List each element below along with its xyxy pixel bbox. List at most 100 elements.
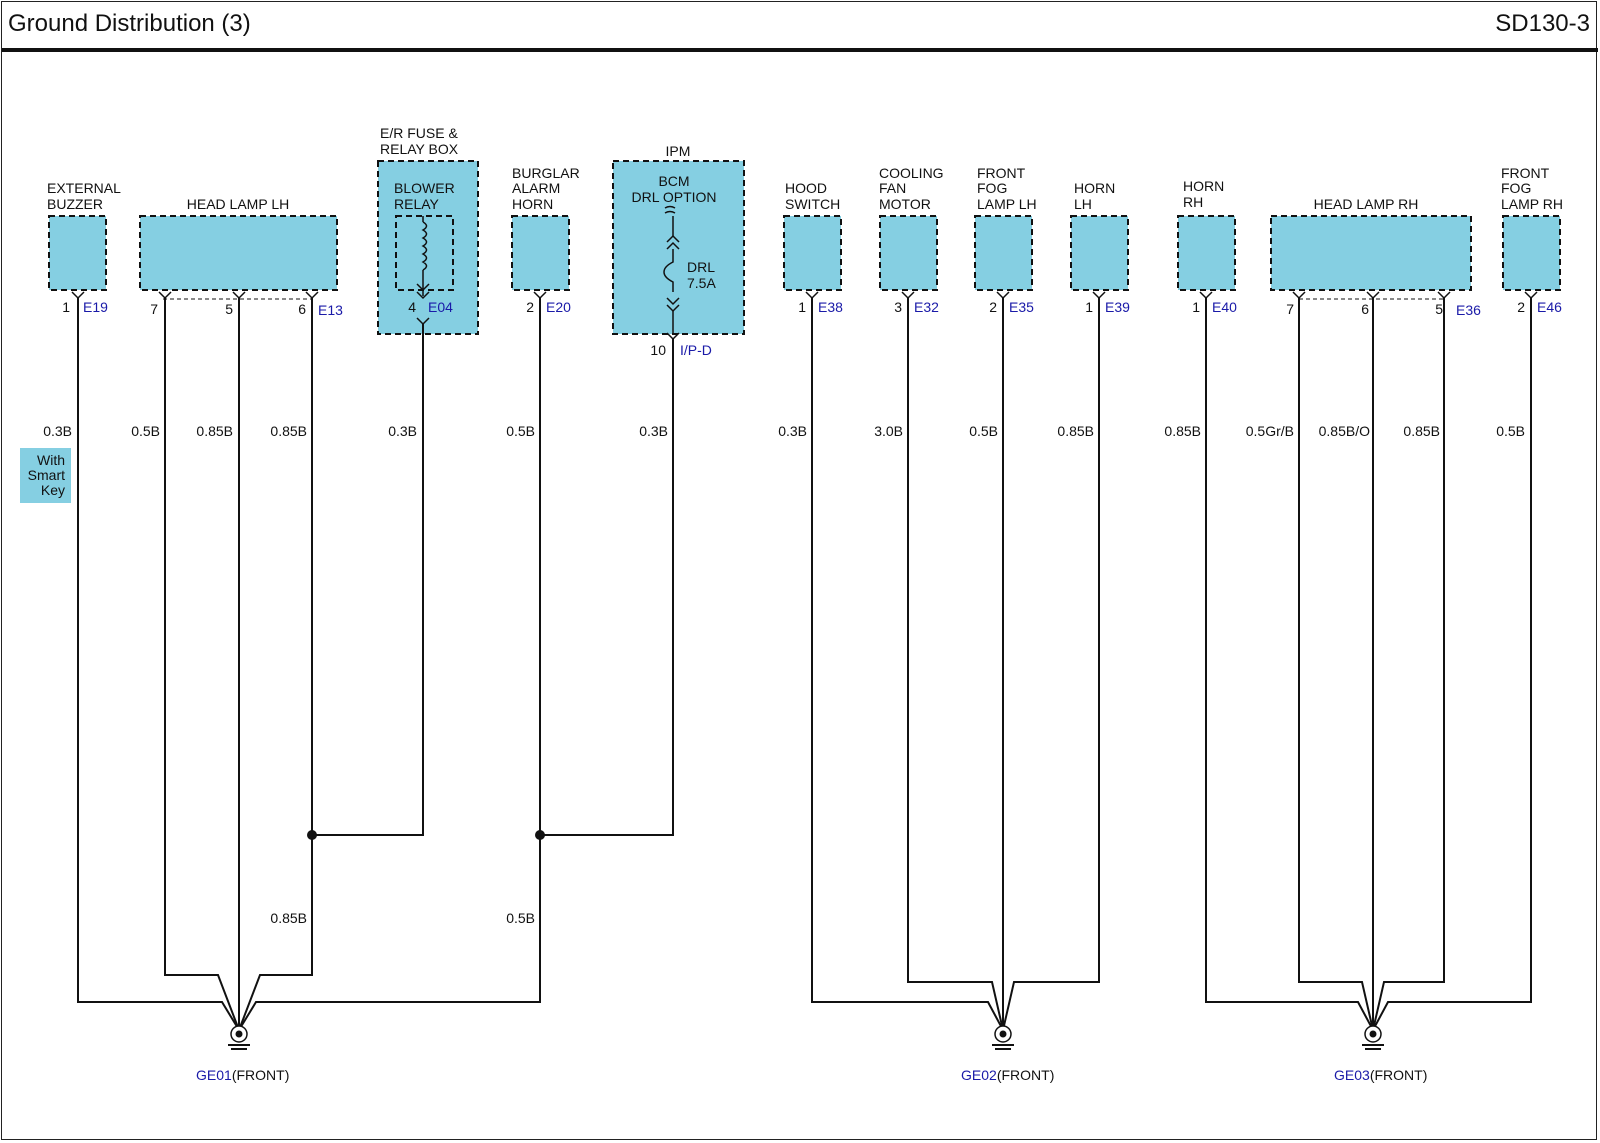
pin-e36-5: 5 bbox=[1435, 301, 1443, 317]
pin-e19: 1 bbox=[62, 299, 70, 315]
relay-coil bbox=[416, 216, 430, 300]
wire-label-e32: 3.0B bbox=[874, 423, 903, 439]
wire-label-e36-6: 0.85B/O bbox=[1319, 423, 1370, 439]
front-fog-lamp-lh-box[interactable] bbox=[974, 215, 1033, 291]
wire-e36-7 bbox=[1298, 298, 1374, 1031]
wire-label-e46: 0.5B bbox=[1496, 423, 1525, 439]
wire-e39 bbox=[1002, 298, 1100, 1031]
hood-switch-box[interactable] bbox=[783, 215, 842, 291]
burglar-alarm-horn-box[interactable] bbox=[511, 215, 570, 291]
connector-e39[interactable]: E39 bbox=[1105, 299, 1130, 315]
horn-lh-label-1: HORN bbox=[1074, 180, 1115, 196]
smart-key-option-box bbox=[20, 448, 71, 503]
external-buzzer-label-2: BUZZER bbox=[47, 196, 103, 212]
wire-e38 bbox=[811, 298, 1004, 1031]
ipm-inner-label-1: BCM bbox=[658, 173, 689, 189]
pin-e04: 4 bbox=[408, 299, 416, 315]
connector-e46[interactable]: E46 bbox=[1537, 299, 1562, 315]
blower-relay-label-1: BLOWER bbox=[394, 180, 455, 196]
wire-label-e35: 0.5B bbox=[969, 423, 998, 439]
wire-label-e36-7: 0.5Gr/B bbox=[1246, 423, 1294, 439]
pin-e35: 2 bbox=[989, 299, 997, 315]
splice-point-1 bbox=[307, 830, 317, 840]
external-buzzer-box[interactable] bbox=[48, 215, 107, 291]
connector-e19[interactable]: E19 bbox=[83, 299, 108, 315]
pin-e13-6: 6 bbox=[298, 301, 306, 317]
head-lamp-rh-label: HEAD LAMP RH bbox=[1314, 196, 1419, 212]
er-fuse-relay-box-label-1: E/R FUSE & bbox=[380, 125, 458, 141]
connector-e04[interactable]: E04 bbox=[428, 299, 453, 315]
cooling-fan-motor-box[interactable] bbox=[879, 215, 938, 291]
ground-symbols bbox=[228, 1025, 1384, 1050]
ground-ge03-id: GE03 bbox=[1334, 1067, 1370, 1083]
connector-ipd[interactable]: I/P-D bbox=[680, 342, 712, 358]
horn-rh-label-1: HORN bbox=[1183, 178, 1224, 194]
wire-e13-6 bbox=[238, 298, 313, 1031]
ipm-fuse-label-2: 7.5A bbox=[687, 275, 716, 291]
ground-ge01-label[interactable]: GE01(FRONT) bbox=[196, 1067, 289, 1083]
pin-e13-7: 7 bbox=[150, 301, 158, 317]
burglar-alarm-horn-label-1: BURGLAR bbox=[512, 165, 580, 181]
pin-e39: 1 bbox=[1085, 299, 1093, 315]
front-fog-lamp-rh-label-3: LAMP RH bbox=[1501, 196, 1563, 212]
horn-rh-box[interactable] bbox=[1177, 215, 1236, 291]
wire-e13-7 bbox=[164, 298, 240, 1031]
pin-e13-5: 5 bbox=[225, 301, 233, 317]
ground-ge02-label[interactable]: GE02(FRONT) bbox=[961, 1067, 1054, 1083]
connector-e40[interactable]: E40 bbox=[1212, 299, 1237, 315]
wire-label-splice-2: 0.5B bbox=[506, 910, 535, 926]
wire-label-e40: 0.85B bbox=[1164, 423, 1201, 439]
ipm-label: IPM bbox=[666, 143, 691, 159]
front-fog-lamp-rh-box[interactable] bbox=[1502, 215, 1561, 291]
horn-lh-box[interactable] bbox=[1070, 215, 1129, 291]
horn-lh-label-2: LH bbox=[1074, 196, 1092, 212]
wire-label-splice-1: 0.85B bbox=[270, 910, 307, 926]
connector-e38[interactable]: E38 bbox=[818, 299, 843, 315]
component-boxes bbox=[48, 160, 1561, 335]
external-buzzer-label-1: EXTERNAL bbox=[47, 180, 121, 196]
head-lamp-rh-box[interactable] bbox=[1270, 215, 1472, 291]
ground-ge02-symbol bbox=[992, 1025, 1014, 1050]
ground-ge01-location: (FRONT) bbox=[232, 1067, 290, 1083]
ground-ge03-symbol bbox=[1362, 1025, 1384, 1050]
smart-key-note-1: With bbox=[37, 452, 65, 468]
wire-e46 bbox=[1372, 298, 1532, 1031]
wire-label-ipd: 0.3B bbox=[639, 423, 668, 439]
er-fuse-relay-box-label-2: RELAY BOX bbox=[380, 141, 459, 157]
pin-e46: 2 bbox=[1517, 299, 1525, 315]
connector-e13[interactable]: E13 bbox=[318, 302, 343, 318]
head-lamp-lh-label: HEAD LAMP LH bbox=[187, 196, 289, 212]
pin-e32: 3 bbox=[894, 299, 902, 315]
wire-e32 bbox=[907, 298, 1004, 1031]
hood-switch-label-2: SWITCH bbox=[785, 196, 840, 212]
ipm-fuse-label-1: DRL bbox=[687, 259, 715, 275]
ground-ge03-label[interactable]: GE03(FRONT) bbox=[1334, 1067, 1427, 1083]
header-rule bbox=[2, 48, 1598, 52]
connector-e35[interactable]: E35 bbox=[1009, 299, 1034, 315]
horn-rh-label-2: RH bbox=[1183, 194, 1203, 210]
ground-ge02-location: (FRONT) bbox=[997, 1067, 1055, 1083]
pin-ipd: 10 bbox=[650, 342, 666, 358]
component-labels: EXTERNAL BUZZER HEAD LAMP LH E/R FUSE & … bbox=[47, 125, 1563, 291]
splice-point-2 bbox=[535, 830, 545, 840]
wire-label-e38: 0.3B bbox=[778, 423, 807, 439]
connector-e32[interactable]: E32 bbox=[914, 299, 939, 315]
ground-ge01-id: GE01 bbox=[196, 1067, 232, 1083]
cooling-fan-motor-label-3: MOTOR bbox=[879, 196, 931, 212]
wire-label-e36-5: 0.85B bbox=[1403, 423, 1440, 439]
pin-e20: 2 bbox=[526, 299, 534, 315]
ground-labels: GE01(FRONT) GE02(FRONT) GE03(FRONT) bbox=[196, 1067, 1427, 1083]
smart-key-note-2: Smart bbox=[28, 467, 65, 483]
connector-e36[interactable]: E36 bbox=[1456, 302, 1481, 318]
head-lamp-lh-box[interactable] bbox=[139, 215, 338, 291]
connector-ids: E19 E13 E04 E20 I/P-D E38 E32 E35 E39 E4… bbox=[83, 299, 1562, 358]
front-fog-lamp-lh-label-2: FOG bbox=[977, 180, 1007, 196]
connector-e20[interactable]: E20 bbox=[546, 299, 571, 315]
blower-relay-label-2: RELAY bbox=[394, 196, 440, 212]
hood-switch-label-1: HOOD bbox=[785, 180, 827, 196]
wire-e40 bbox=[1205, 298, 1374, 1031]
wire-label-e13-5: 0.85B bbox=[196, 423, 233, 439]
front-fog-lamp-lh-label-1: FRONT bbox=[977, 165, 1026, 181]
wire-e19 bbox=[77, 298, 240, 1031]
